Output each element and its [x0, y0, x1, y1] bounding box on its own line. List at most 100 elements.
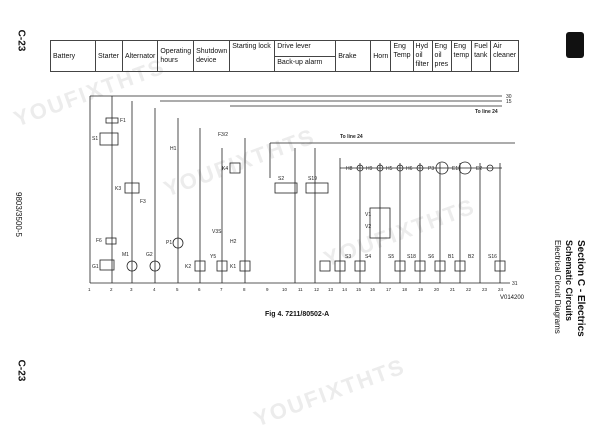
starter-m1: [126, 260, 138, 272]
header-cell-starting-lock: Starting lock: [229, 40, 276, 72]
header-cell-eng-oil-pres: Eng oil pres: [431, 40, 452, 72]
rail-15-label: 15: [506, 99, 512, 105]
svg-text:23: 23: [482, 287, 488, 292]
header-table: Battery Starter Alternator Operating hou…: [50, 40, 520, 72]
header-cell-shutdown-device: Shutdown device: [193, 40, 231, 72]
svg-text:17: 17: [386, 287, 392, 292]
header-cell-back-up-alarm: Back-up alarm: [274, 55, 337, 72]
header-cell-eng-temp-1: Eng Temp: [390, 40, 414, 72]
to-line-24-mid-label: To line 24: [340, 134, 363, 140]
relay-k4: [229, 162, 241, 174]
label-h9: H9: [366, 166, 373, 172]
header-cell-brake: Brake: [335, 40, 372, 72]
header-cell-battery: Battery: [50, 40, 96, 72]
label-k1: K1: [230, 264, 236, 270]
page-number-bottom: C-23: [15, 359, 27, 382]
page-number-top: C-23: [15, 29, 27, 52]
to-line-24-top-label: To line 24: [475, 109, 498, 115]
label-s2: S2: [278, 176, 284, 182]
svg-text:10: 10: [282, 287, 288, 292]
svg-text:16: 16: [370, 287, 376, 292]
label-g1: G1: [92, 264, 99, 270]
label-k4: K4: [222, 166, 228, 172]
label-f3-2: F3/2: [218, 132, 228, 138]
switch-s2: [274, 182, 298, 194]
label-s18: S18: [407, 254, 416, 260]
diode-block: [369, 207, 391, 239]
label-y5: Y5: [210, 254, 216, 260]
label-f3: F3: [140, 199, 146, 205]
section-subtitle: Schematic Circuits: [564, 240, 574, 322]
svg-text:3: 3: [130, 287, 133, 292]
label-h1: H1: [170, 146, 177, 152]
gauge-p3: [435, 161, 449, 175]
lamp-e2: [486, 164, 494, 172]
svg-text:24: 24: [498, 287, 504, 292]
lamp-h8: [356, 164, 364, 172]
section-titles: Section C - Electrics Schematic Circuits…: [550, 240, 590, 390]
svg-text:8: 8: [243, 287, 246, 292]
svg-text:19: 19: [418, 287, 424, 292]
label-b1: B1: [448, 254, 454, 260]
svg-text:18: 18: [402, 287, 408, 292]
label-g2: G2: [146, 252, 153, 258]
relay-k1: [239, 260, 251, 272]
label-p1: P1: [166, 240, 172, 246]
header-cell-operating-hours: Operating hours: [157, 40, 195, 72]
header-cell-horn: Horn: [370, 40, 392, 72]
label-h8: H8: [346, 166, 353, 172]
circuit-diagram: 30 15 To line 24 To line 24 31: [88, 94, 518, 292]
label-f1: F1: [120, 118, 126, 124]
watermark-4: YOUFIXTHTS: [250, 353, 409, 432]
label-v1: V1: [365, 212, 371, 218]
label-s5: S5: [388, 254, 394, 260]
brand-logo: [566, 32, 584, 58]
fuse-f1: [105, 117, 119, 124]
fuse-f6: [105, 237, 117, 245]
label-h6: H6: [406, 166, 413, 172]
label-s6: S6: [428, 254, 434, 260]
label-h5: H5: [386, 166, 393, 172]
label-s19: S19: [308, 176, 317, 182]
relay-k3: [124, 182, 140, 194]
header-cell-eng-temp-2: Eng temp: [450, 40, 473, 72]
solenoid-y5: [216, 260, 228, 272]
svg-text:4: 4: [153, 287, 156, 292]
lamp-h9: [376, 164, 384, 172]
lamp-h5: [396, 164, 404, 172]
figure-caption: Fig 4. 7211/80502-A: [265, 311, 330, 318]
label-e1: E1: [452, 166, 458, 172]
header-cell-air-cleaner: Air cleaner: [490, 40, 520, 72]
svg-text:15: 15: [356, 287, 362, 292]
label-k2: K2: [185, 264, 191, 270]
svg-text:12: 12: [314, 287, 320, 292]
label-k3: K3: [115, 186, 121, 192]
svg-text:5: 5: [176, 287, 179, 292]
label-m1: M1: [122, 252, 129, 258]
svg-text:7: 7: [220, 287, 223, 292]
svg-text:9: 9: [266, 287, 269, 292]
switch-s1: [99, 132, 119, 146]
label-s3: S3: [345, 254, 351, 260]
svg-text:14: 14: [342, 287, 348, 292]
battery-g1: [99, 259, 115, 271]
svg-text:2: 2: [110, 287, 113, 292]
label-v2: V2: [365, 224, 371, 230]
document-reference: 9803/3500-5: [13, 192, 23, 237]
rail-30-label: 30: [506, 94, 512, 100]
header-cell-alternator: Alternator: [121, 40, 159, 72]
svg-text:11: 11: [298, 287, 303, 292]
label-s4: S4: [365, 254, 371, 260]
header-cell-fuel-tank: Fuel tank: [471, 40, 492, 72]
svg-text:6: 6: [198, 287, 201, 292]
rail-31-label: 31: [512, 281, 518, 287]
label-v3s: V3S: [212, 229, 222, 235]
header-cell-starter: Starter: [95, 40, 123, 72]
section-title: Section C - Electrics: [575, 240, 586, 337]
svg-text:21: 21: [450, 287, 456, 292]
header-cell-hyd-oil-filter: Hyd oil filter: [412, 40, 433, 72]
lamp-h6: [416, 164, 424, 172]
diagram-code: V014200: [500, 295, 525, 301]
label-f6: F6: [96, 238, 102, 244]
svg-text:20: 20: [434, 287, 440, 292]
